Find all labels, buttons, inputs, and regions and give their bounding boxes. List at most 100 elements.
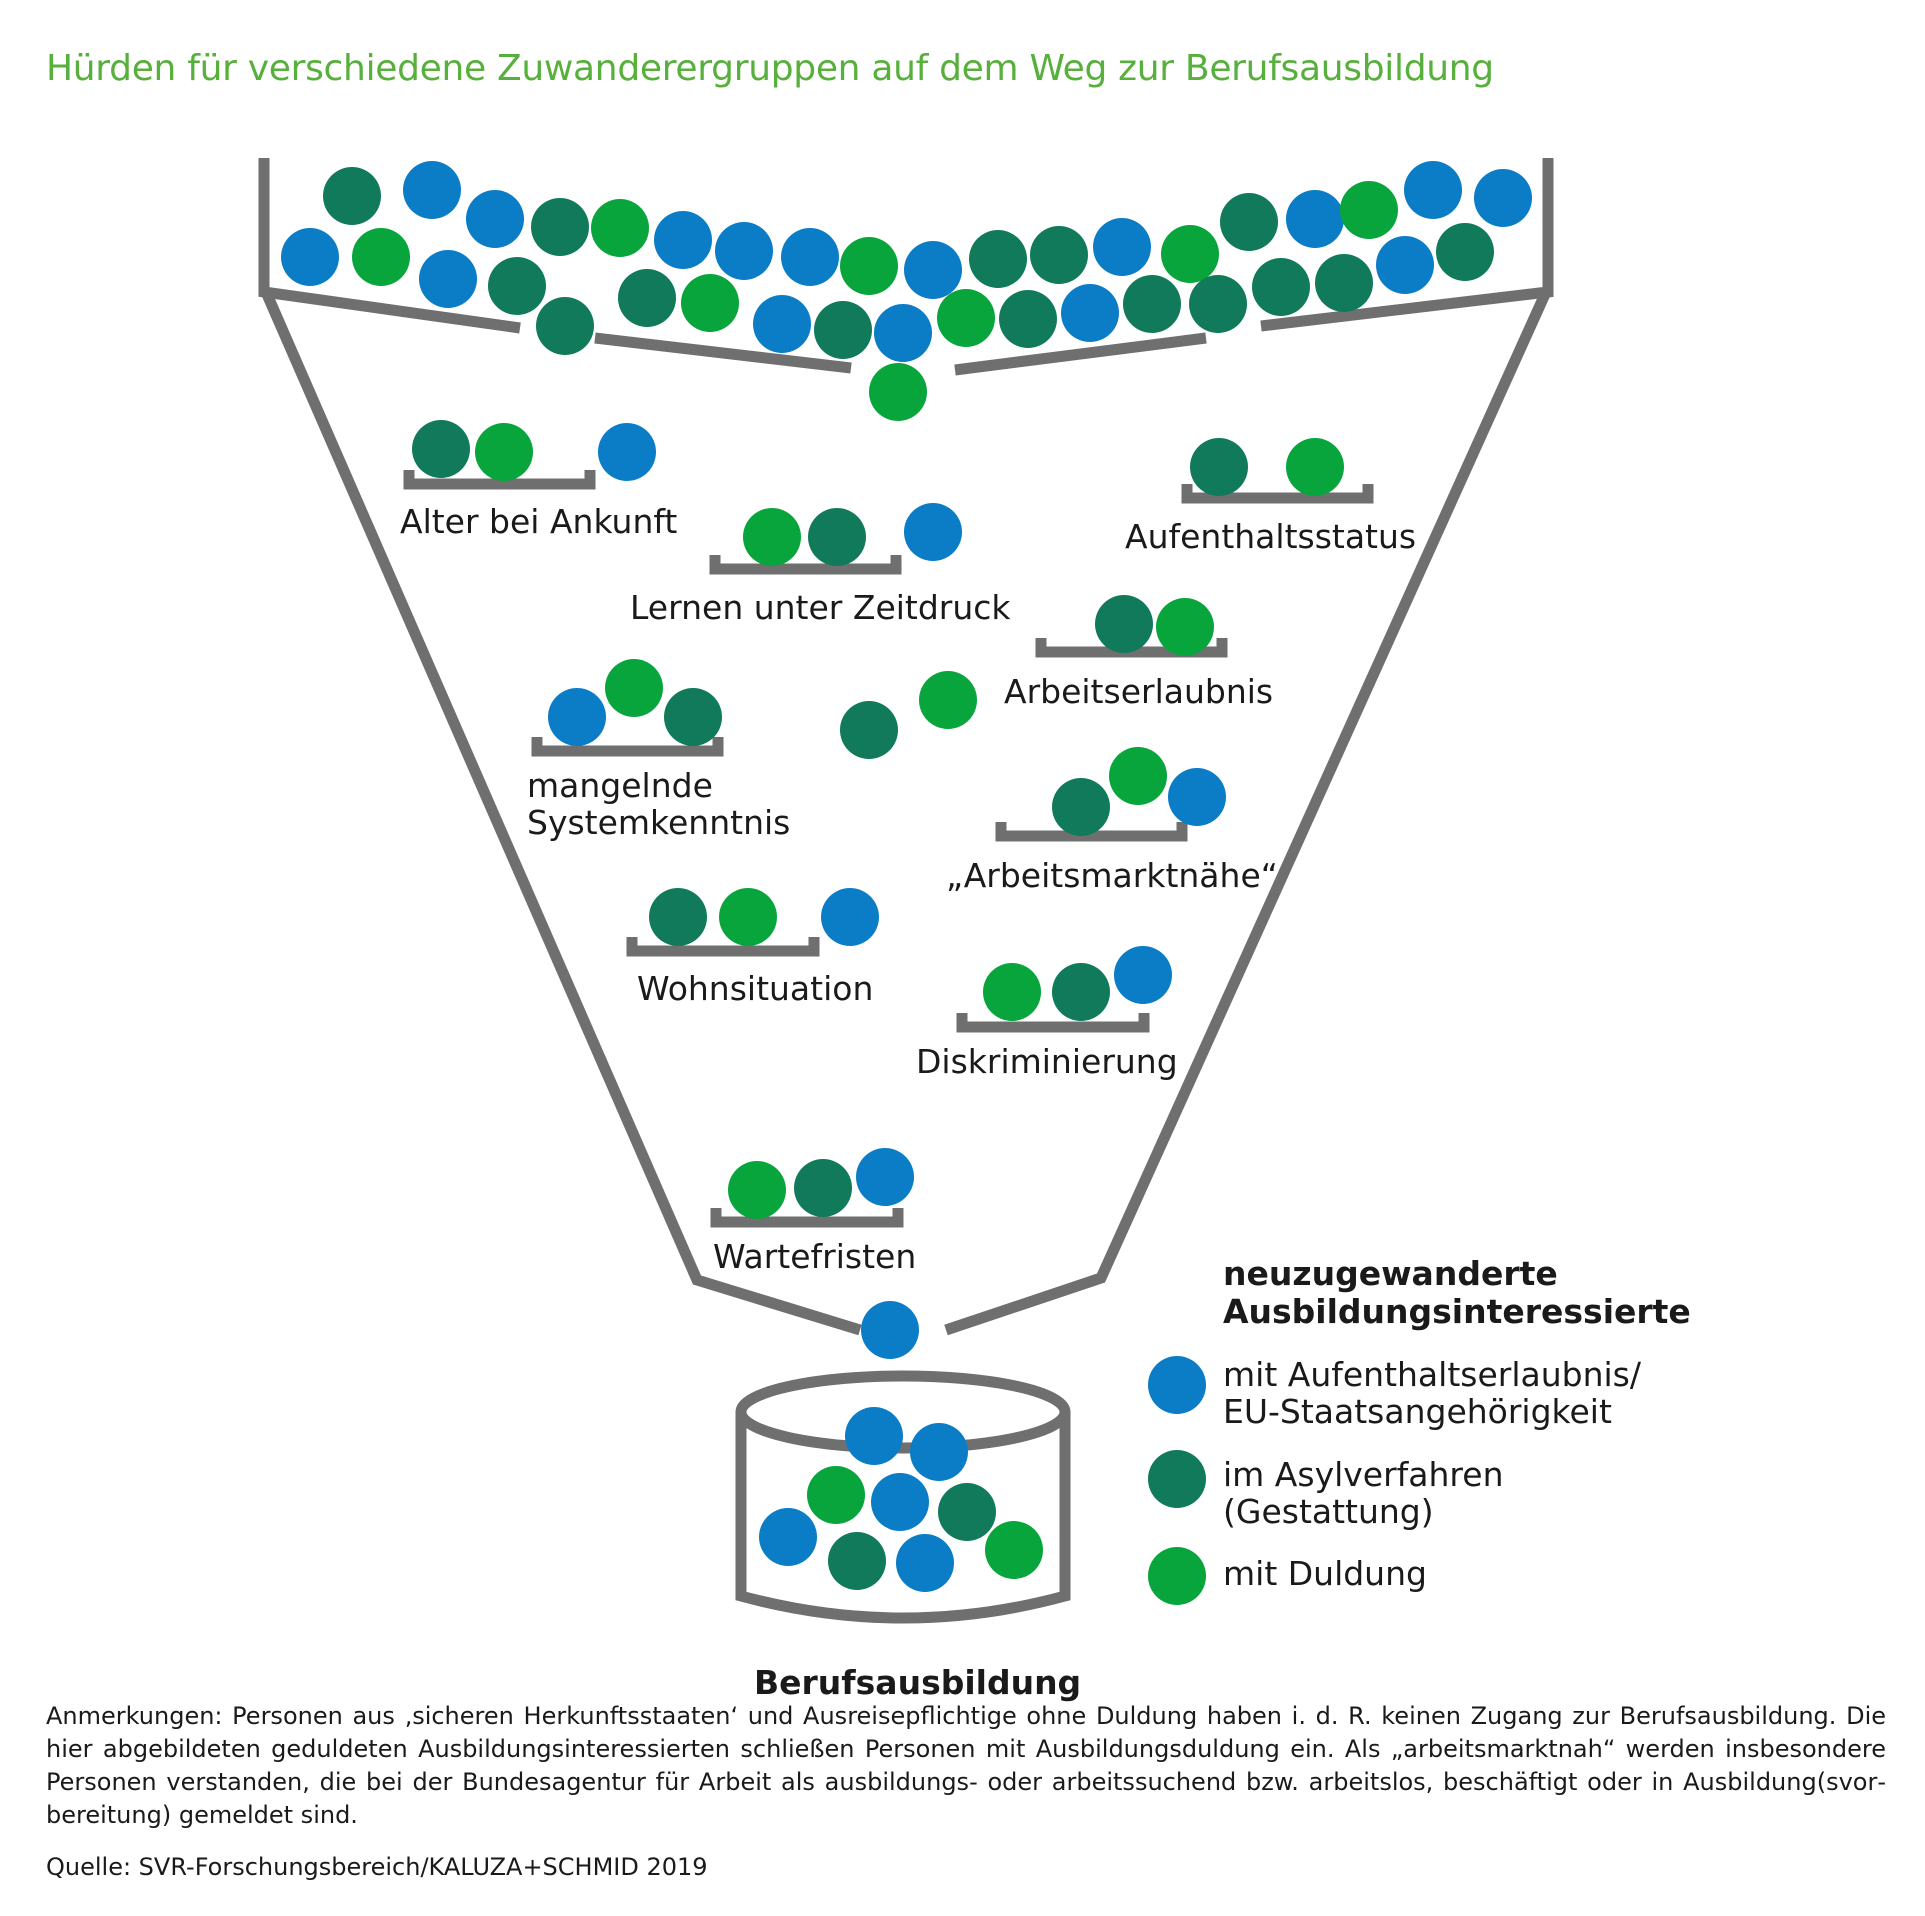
person-dot [466,190,524,248]
person-dot [814,301,872,359]
person-dot [794,1159,852,1217]
hurdle-label-wohnsituation: Wohnsituation [637,969,873,1008]
person-dot [715,222,773,280]
person-dot [753,295,811,353]
person-dot [861,1301,919,1359]
pot-body [735,1412,1071,1624]
person-dot [1168,768,1226,826]
person-dot [845,1407,903,1465]
hurdle-label-systemkenntnis-2: Systemkenntnis [527,803,790,842]
person-dot [403,161,461,219]
hurdle-label-alter: Alter bei Ankunft [400,502,677,541]
person-dot [728,1161,786,1219]
hurdle-label-lernen: Lernen unter Zeitdruck [630,588,1011,627]
person-dot [664,688,722,746]
person-dot [840,237,898,295]
person-dot [475,423,533,481]
person-dot [649,888,707,946]
person-dot [488,257,546,315]
person-dot [869,363,927,421]
person-dot [1436,223,1494,281]
funnel-top-left-wall [258,158,521,334]
legend-item-1-line1: mit Aufenthaltserlaubnis/ [1223,1355,1642,1394]
bracket-systemkenntnis [531,737,724,757]
legend-item-1-line2: EU-Staatsangehörigkeit [1223,1392,1612,1431]
person-dot [938,1483,996,1541]
person-dot [1286,190,1344,248]
person-dot [840,701,898,759]
person-dot [598,423,656,481]
person-dot [536,297,594,355]
person-dot [1161,225,1219,283]
person-dot [352,228,410,286]
person-dot [1220,193,1278,251]
bracket-aufenthaltsstatus [1181,484,1374,504]
bracket-diskriminierung [956,1013,1150,1033]
person-dot [985,1521,1043,1579]
person-dot [654,211,712,269]
person-dot [605,659,663,717]
person-dot [1109,747,1167,805]
person-dot [719,888,777,946]
person-dot [1095,595,1153,653]
legend-title-1: neuzugewanderte [1223,1254,1558,1293]
person-dot [856,1148,914,1206]
person-dot [969,230,1027,288]
person-dot [323,167,381,225]
person-dot [618,269,676,327]
hurdle-label-arbeitserlaubnis: Arbeitserlaubnis [1004,672,1273,711]
person-dot [743,508,801,566]
legend-dot-dark-green [1148,1450,1206,1508]
funnel-right-side [944,289,1552,1336]
bracket-arbeitsmarktnaehe [995,822,1188,842]
bracket-alter [403,470,596,490]
person-dot [1156,598,1214,656]
footnote-notes: Anmerkungen: Personen aus ‚sicheren Herk… [46,1702,1886,1829]
bracket-wartefristen [710,1208,904,1228]
person-dot [1123,275,1181,333]
people-dots [281,161,1532,1592]
person-dot [591,199,649,257]
person-dot [531,198,589,256]
person-dot [781,228,839,286]
legend-title-2: Ausbildungsinteressierte [1223,1292,1691,1331]
person-dot [1093,218,1151,276]
person-dot [1114,946,1172,1004]
legend: neuzugewanderte Ausbildungsinteressierte… [1148,1254,1691,1605]
funnel-top-right-inner [954,332,1207,376]
person-dot [1052,963,1110,1021]
legend-item-3-line1: mit Duldung [1223,1554,1427,1593]
hurdle-label-arbeitsmarktnaehe: „Arbeitsmarktnähe“ [946,856,1278,895]
funnel-top-right-wall [1260,158,1554,332]
destination-label: Berufsausbildung [754,1663,1081,1702]
person-dot [412,420,470,478]
person-dot [821,888,879,946]
person-dot [919,671,977,729]
funnel-left-side [260,289,862,1336]
funnel-top-left-inner [594,332,852,374]
bracket-lernen [709,555,902,575]
person-dot [999,290,1057,348]
bracket-wohnsituation [626,937,820,957]
person-dot [1189,275,1247,333]
person-dot [1404,161,1462,219]
chart-title: Hürden für verschiedene Zuwanderergruppe… [46,48,1494,89]
person-dot [1030,226,1088,284]
person-dot [548,688,606,746]
person-dot [983,963,1041,1021]
person-dot [904,503,962,561]
legend-item-2-line1: im Asylverfahren [1223,1455,1503,1494]
person-dot [1286,438,1344,496]
person-dot [871,1473,929,1531]
person-dot [896,1534,954,1592]
person-dot [1190,438,1248,496]
person-dot [910,1423,968,1481]
legend-dot-blue [1148,1356,1206,1414]
person-dot [1252,258,1310,316]
person-dot [1474,169,1532,227]
person-dot [1340,181,1398,239]
person-dot [808,508,866,566]
pot-rim [735,1370,1071,1454]
person-dot [807,1466,865,1524]
